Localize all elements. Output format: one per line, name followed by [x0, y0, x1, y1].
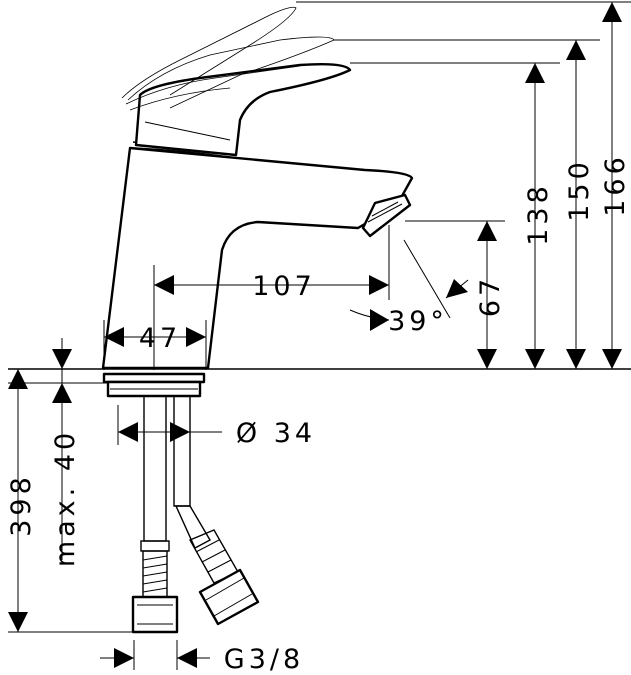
dim-diameter-label: Ø 34: [236, 418, 316, 449]
dim-107-label: 107: [252, 271, 316, 302]
lever-handle: [134, 62, 352, 157]
mounting-assembly: [102, 372, 260, 634]
under-counter-dimension-line: [8, 369, 28, 632]
dim-47-label: 47: [139, 323, 181, 354]
body-width-dimension-line: [104, 327, 206, 347]
reach-dimension-line: [154, 275, 389, 295]
counter-thickness-dimension-line: [52, 338, 72, 560]
dim-max40-label: max. 40: [50, 429, 81, 567]
dim-166-label: 166: [600, 153, 631, 217]
diameter-dimension-line: [118, 422, 222, 442]
mixer-body: [101, 141, 414, 370]
lever-ghost-positions: [121, 6, 335, 111]
thread-dimension-line: [100, 648, 210, 668]
dim-150-label: 150: [564, 158, 595, 222]
dim-67-label: 67: [475, 275, 506, 317]
dim-angle-label: 39°: [388, 306, 448, 337]
height-dimension-lines: [477, 2, 622, 369]
dim-thread-label: G3/8: [224, 644, 304, 675]
extension-lines: [8, 1, 631, 670]
dim-398-label: 398: [6, 473, 37, 537]
angle-dimension: [349, 279, 469, 331]
dim-138-label: 138: [523, 182, 554, 246]
